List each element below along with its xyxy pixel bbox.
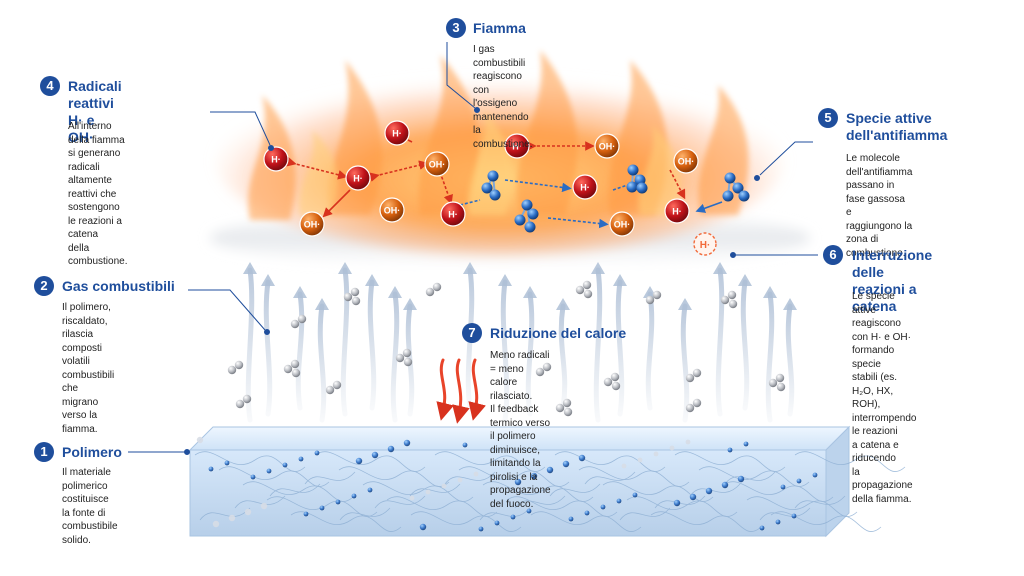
radical-label: H· (271, 155, 281, 165)
radical-oh: OH· (424, 151, 450, 177)
volatile-molecule (720, 290, 738, 309)
step-badge-5: 5 (818, 108, 838, 128)
volatile-molecule (645, 290, 662, 305)
callout-title-specie: Specie attive dell'antifiamma (846, 110, 948, 143)
volatile-molecule (227, 360, 244, 375)
volatile-molecule (768, 373, 786, 392)
step-badge-7: 7 (462, 323, 482, 343)
volatile-molecules (227, 280, 786, 417)
radical-label: OH· (429, 160, 446, 170)
callout-title-radicali: Radicali reattivi H· e OH· (68, 78, 122, 145)
radical-oh: OH· (609, 211, 635, 237)
rising-gas-arrow (738, 274, 752, 411)
volatile-molecule (325, 380, 342, 395)
radicals: H· H· H· H· H· H· H· OH· OH· OH· OH· OH· OH· (263, 120, 699, 237)
radical-oh: OH· (673, 148, 699, 174)
step-badge-3: 3 (446, 18, 466, 38)
rising-gas-arrow (365, 274, 379, 411)
rising-gas-arrow (315, 298, 329, 423)
volatile-molecule (575, 280, 593, 299)
volatile-molecule (235, 394, 252, 409)
radical-oh: OH· (594, 133, 620, 159)
radical-oh: OH· (379, 197, 405, 223)
rising-gas-arrow (556, 298, 570, 411)
volatile-molecule (603, 372, 621, 391)
callout-title-riduzione: Riduzione del calore (490, 325, 627, 341)
rising-gas-arrow (498, 274, 512, 423)
heat-feedback-arrows (436, 358, 486, 424)
radical-h: H· (504, 133, 530, 159)
radical-label: H· (512, 142, 522, 152)
volatile-molecule (343, 287, 361, 306)
radical-label: H· (392, 129, 402, 139)
radical-h: H· (440, 201, 466, 227)
radical-label: OH· (599, 142, 616, 152)
step-badge-1: 1 (34, 442, 54, 462)
radical-oh: OH· (299, 211, 325, 237)
radical-label: OH· (304, 220, 321, 230)
rising-gas-arrow (763, 286, 777, 423)
radical-h: H· (572, 174, 598, 200)
rising-gas-arrow (388, 286, 402, 423)
radical-h: H· (384, 120, 410, 146)
rising-gas-arrow (523, 286, 537, 417)
callout-title-interruzione: Interruzione delle reazioni a catena (852, 247, 933, 314)
polymer-slab (188, 425, 906, 538)
callout-body-riduzione: Meno radicali = meno calore rilasciato. … (490, 350, 551, 510)
rising-gas-arrow (338, 262, 352, 417)
rising-gas-arrow (293, 286, 307, 411)
radical-label: H· (448, 210, 458, 220)
volatile-molecule (290, 314, 307, 329)
callout-body-specie: Le molecole dell'antifiamma passano in f… (846, 153, 913, 259)
radical-label: H· (353, 174, 363, 184)
callout-title-gas: Gas combustibili (62, 278, 175, 294)
antiflame-molecules (481, 164, 750, 233)
antiflame-molecule (481, 170, 501, 201)
volatile-molecule (685, 398, 702, 413)
radical-label: H· (672, 207, 682, 217)
volatile-molecule (283, 359, 301, 378)
callout-leaders (128, 42, 818, 455)
rising-gas-arrow (713, 262, 727, 417)
step-badge-4: 4 (40, 76, 60, 96)
callout-body-polimero: Il materiale polimerico costituisce la f… (62, 467, 118, 546)
rising-gas-arrow (783, 298, 797, 417)
radical-h: H· (345, 165, 371, 191)
callout-body-radicali: All'interno della fiamma si generano rad… (68, 121, 128, 267)
volatile-molecule (425, 282, 442, 297)
rising-gas-arrow (261, 274, 275, 417)
flame-zone (210, 50, 810, 268)
volatile-molecule (535, 362, 552, 377)
callout-title-fiamma: Fiamma (473, 20, 526, 36)
radical-label: OH· (678, 157, 695, 167)
radical-label: OH· (614, 220, 631, 230)
rising-gas-arrows (243, 262, 797, 423)
radical-reaction-arrows (286, 139, 723, 229)
radical-h: H· (664, 198, 690, 224)
radical-label: OH· (384, 206, 401, 216)
quenched-h-radical: H· (693, 232, 717, 256)
quenched-h-label: H· (700, 240, 711, 251)
callout-body-fiamma: I gas combustibili reagiscono con l'ossi… (473, 44, 533, 150)
volatile-molecule (555, 398, 573, 417)
callout-body-gas: Il polimero, riscaldato, rilascia compos… (62, 302, 115, 435)
volatile-molecule (395, 348, 413, 367)
step-badge-2: 2 (34, 276, 54, 296)
rising-gas-arrow (643, 286, 657, 411)
callout-body-interruzione: Le specie attive reagiscono con H· e OH·… (852, 291, 917, 505)
rising-gas-arrow (243, 262, 257, 423)
rising-gas-arrow (613, 274, 627, 417)
antiflame-molecule (722, 172, 750, 202)
step-badge-6: 6 (823, 245, 843, 265)
rising-gas-arrow (591, 262, 605, 423)
volatile-molecule (685, 368, 702, 383)
radical-label: H· (580, 183, 590, 193)
rising-gas-arrow (678, 298, 692, 423)
antiflame-molecule (626, 164, 648, 194)
callout-title-polimero: Polimero (62, 444, 122, 460)
antiflame-molecule (514, 199, 539, 233)
radical-h: H· (263, 146, 289, 172)
